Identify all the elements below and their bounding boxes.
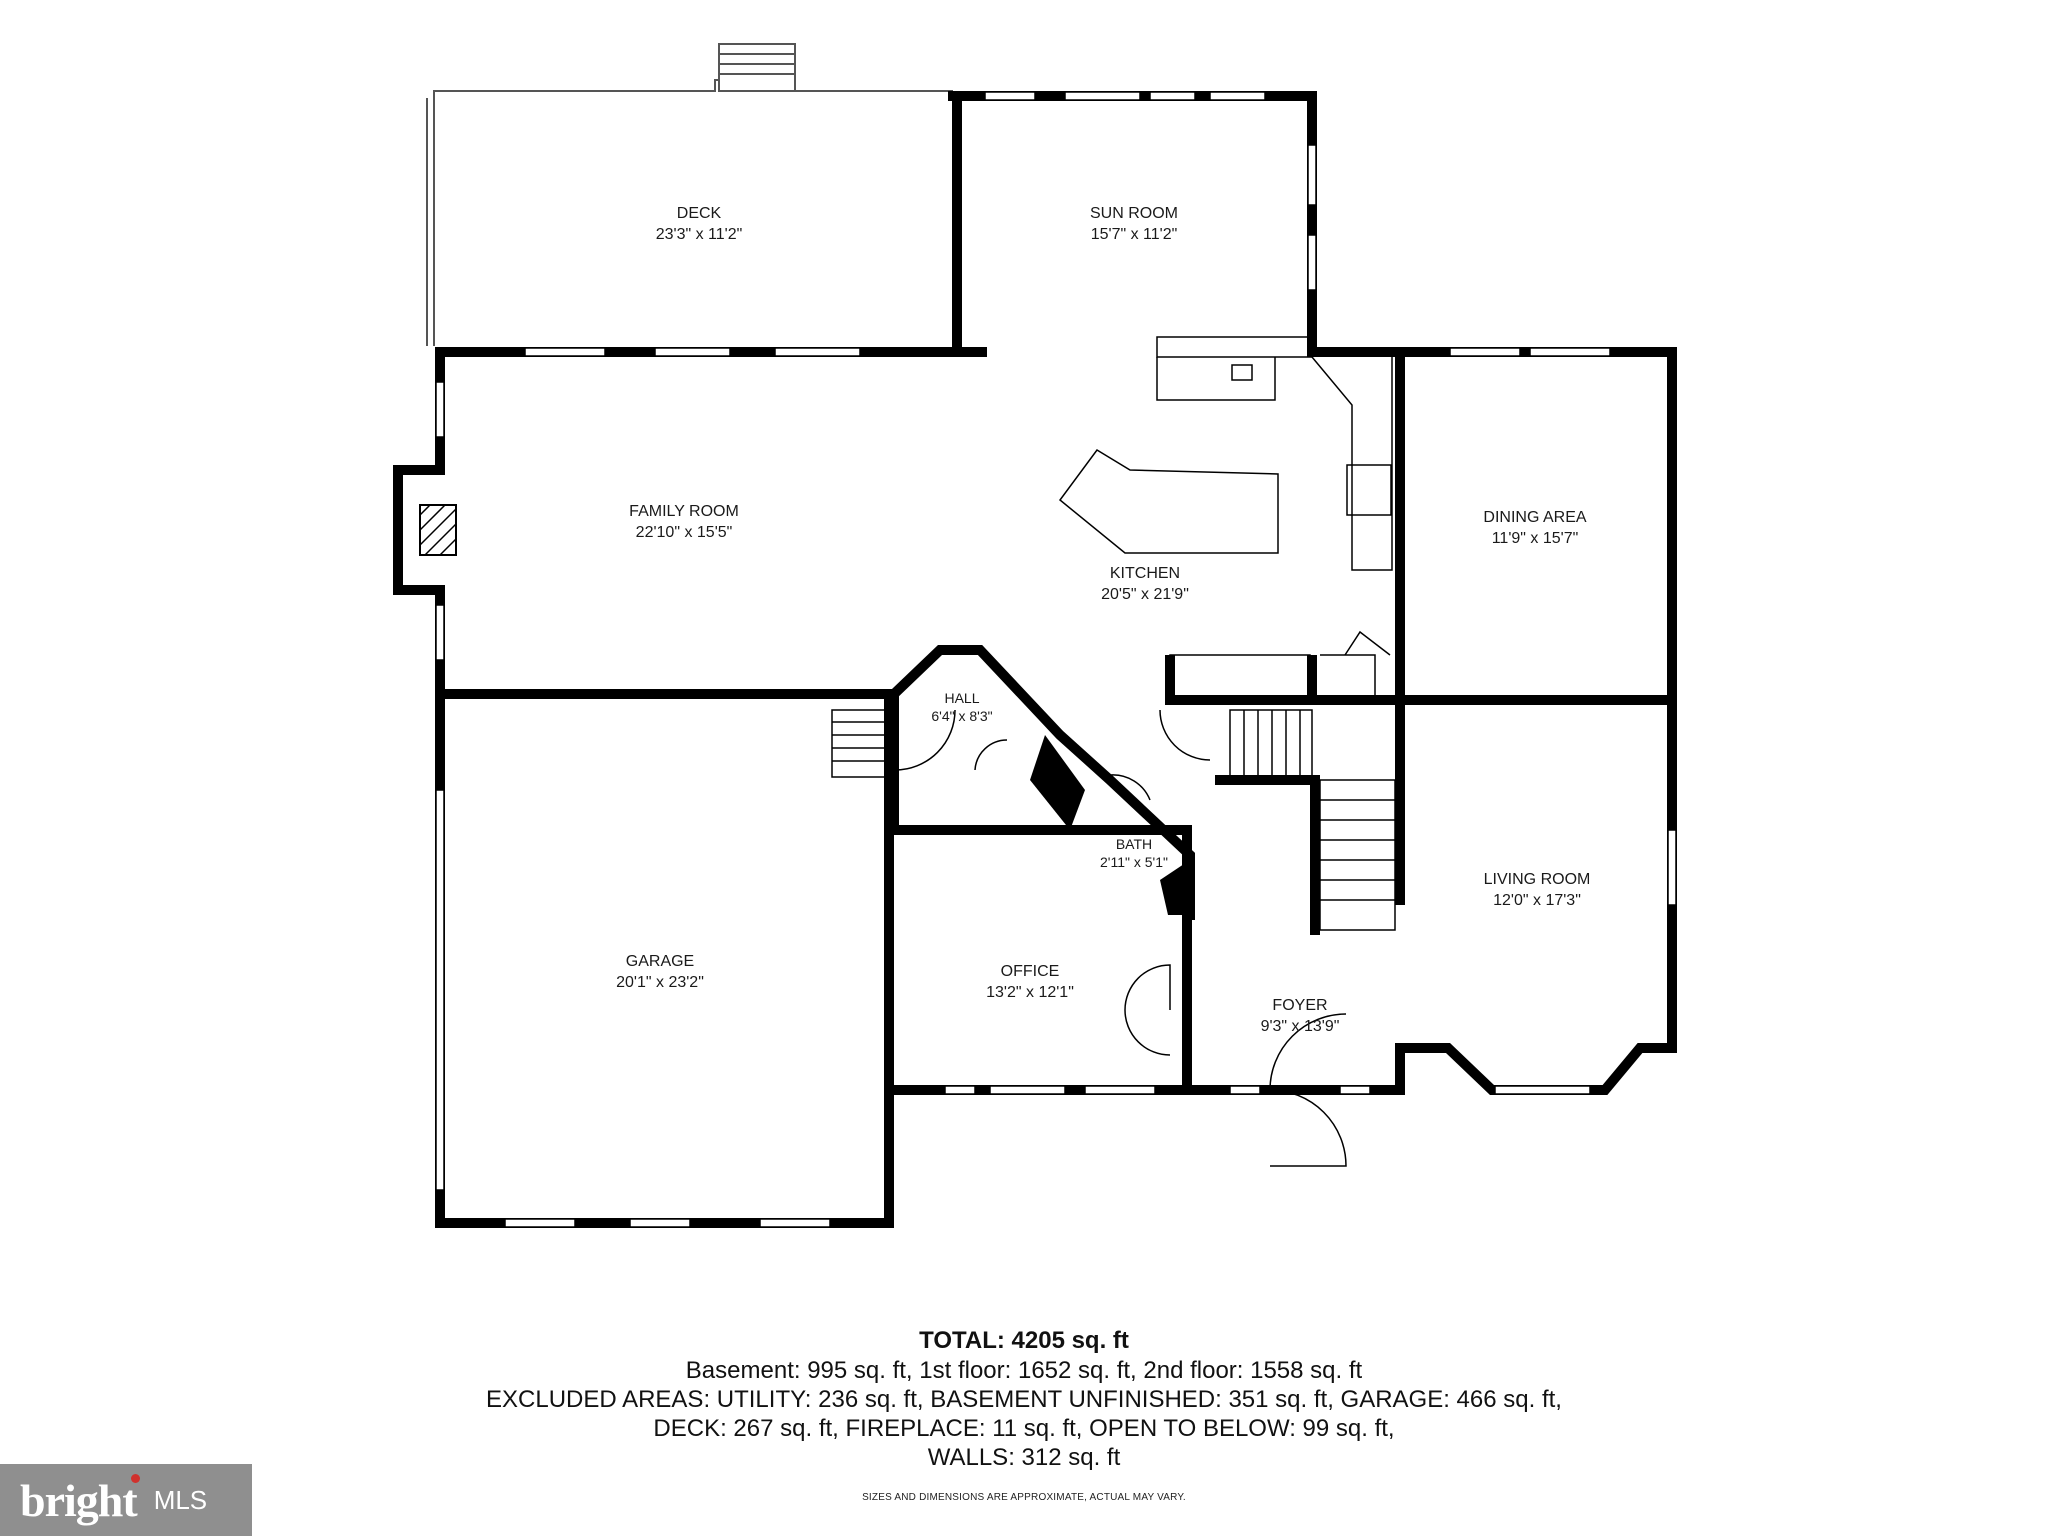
excluded-areas-2: DECK: 267 sq. ft, FIREPLACE: 11 sq. ft, …	[653, 1415, 1395, 1442]
room-label-living-room: LIVING ROOM 12'0" x 17'3"	[1484, 869, 1591, 911]
room-dims: 6'4" x 8'3"	[931, 708, 993, 724]
disclaimer: SIZES AND DIMENSIONS ARE APPROXIMATE, AC…	[862, 1492, 1186, 1503]
area-summary: TOTAL: 4205 sq. ft Basement: 995 sq. ft,…	[0, 1326, 2048, 1472]
room-dims: 20'1" x 23'2"	[616, 974, 704, 991]
room-label-kitchen: KITCHEN 20'5" x 21'9"	[1101, 563, 1189, 605]
room-label-deck: DECK 23'3" x 11'2"	[656, 203, 743, 245]
bright-mls-logo: bright MLS	[0, 1464, 252, 1536]
room-dims: 12'0" x 17'3"	[1493, 892, 1581, 909]
room-label-garage: GARAGE 20'1" x 23'2"	[616, 951, 704, 993]
kitchen-fixtures	[1058, 336, 1393, 700]
walls	[393, 91, 1677, 1228]
room-label-dining-area: DINING AREA 11'9" x 15'7"	[1483, 507, 1586, 549]
room-name: KITCHEN	[1109, 565, 1181, 582]
room-dims: 22'10" x 15'5"	[635, 524, 733, 541]
room-dims: 13'2" x 12'1"	[986, 984, 1074, 1001]
doors	[894, 709, 1347, 1167]
room-name: SUN ROOM	[1090, 205, 1178, 222]
deck-outline	[426, 43, 953, 346]
room-name: DECK	[676, 205, 722, 222]
room-name: OFFICE	[1000, 963, 1060, 980]
room-label-office: OFFICE 13'2" x 12'1"	[986, 961, 1074, 1003]
room-label-bath: BATH 2'11" x 5'1"	[1100, 835, 1168, 871]
room-name: GARAGE	[625, 953, 695, 970]
logo-brand: bright	[20, 1474, 138, 1526]
room-dims: 20'5" x 21'9"	[1101, 586, 1189, 603]
total-area: TOTAL: 4205 sq. ft	[919, 1327, 1129, 1354]
room-name: FOYER	[1272, 997, 1328, 1014]
windows	[435, 91, 1677, 1228]
room-name: BATH	[1115, 836, 1153, 852]
room-dims: 11'9" x 15'7"	[1491, 530, 1579, 547]
logo-suffix: MLS	[153, 1484, 208, 1515]
room-label-hall: HALL 6'4" x 8'3"	[931, 689, 992, 725]
bath-wall-fill	[1030, 735, 1085, 830]
room-label-family-room: FAMILY ROOM 22'10" x 15'5"	[629, 501, 739, 543]
room-name: DINING AREA	[1483, 509, 1587, 526]
room-dims: 15'7" x 11'2"	[1090, 226, 1178, 243]
room-label-sun-room: SUN ROOM 15'7" x 11'2"	[1090, 203, 1178, 245]
room-dims: 9'3" x 13'9"	[1260, 1018, 1340, 1035]
room-name: HALL	[944, 690, 980, 706]
room-name: FAMILY ROOM	[629, 503, 739, 520]
room-dims: 2'11" x 5'1"	[1100, 854, 1168, 870]
floor-areas: Basement: 995 sq. ft, 1st floor: 1652 sq…	[685, 1357, 1363, 1384]
logo-dot-icon	[130, 1473, 140, 1483]
bath-wall-fill-2	[1160, 860, 1190, 915]
room-label-foyer: FOYER 9'3" x 13'9"	[1261, 995, 1340, 1037]
excluded-areas-3: WALLS: 312 sq. ft	[927, 1444, 1121, 1471]
excluded-areas-1: EXCLUDED AREAS: UTILITY: 236 sq. ft, BAS…	[486, 1386, 1562, 1413]
stairs	[831, 709, 1396, 931]
room-name: LIVING ROOM	[1483, 871, 1591, 888]
room-dims: 23'3" x 11'2"	[655, 226, 743, 243]
